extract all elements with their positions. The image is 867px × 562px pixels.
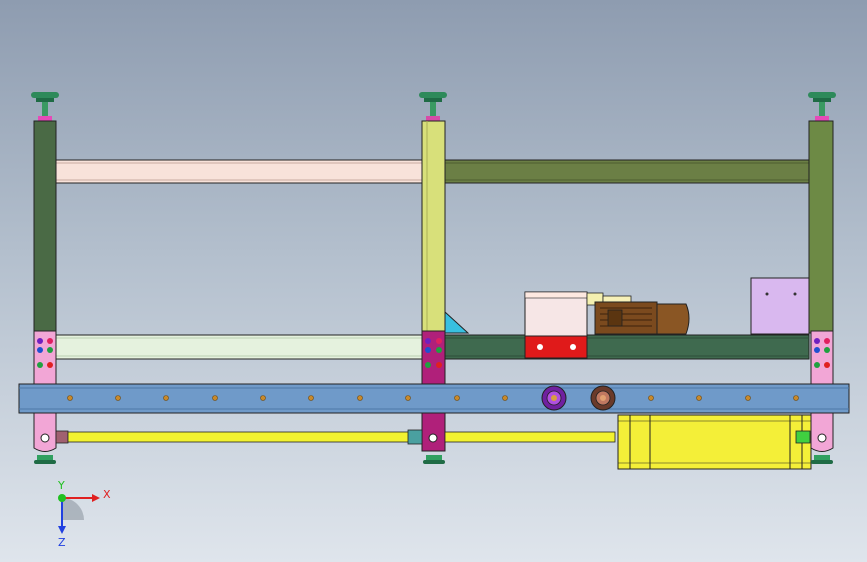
motor-body	[594, 301, 658, 335]
gusset-center	[444, 310, 470, 334]
bearing-right	[590, 385, 616, 411]
red-mount-block	[524, 335, 588, 359]
lower-beam-right	[444, 334, 810, 360]
triad-y-axis-origin	[58, 494, 66, 502]
gear-motor-assembly	[524, 291, 690, 359]
leveling-foot-bottom-right	[811, 455, 833, 464]
triad-z-arrow	[58, 526, 66, 534]
gearbox-housing	[524, 291, 588, 337]
drive-shaft	[55, 429, 616, 445]
pneumatic-cylinder	[617, 414, 812, 470]
rail-holes	[67, 395, 799, 401]
post-center	[421, 120, 446, 334]
leveling-foot-top-right	[808, 92, 836, 121]
guide-rail	[18, 383, 850, 414]
leveling-foot-bottom-center	[423, 455, 445, 464]
bracket-plate	[750, 277, 810, 335]
triad-x-arrow	[92, 494, 100, 502]
bearing-left	[541, 385, 567, 411]
leveling-foot-top-left	[31, 92, 59, 121]
orientation-triad[interactable]: X Y Z	[57, 479, 111, 549]
triad-shadow	[62, 498, 84, 520]
post-right	[808, 120, 834, 334]
leveling-foot-bottom-left	[34, 455, 56, 464]
triad-y-label: Y	[57, 479, 65, 492]
triad-x-label: X	[103, 488, 111, 501]
triad-z-label: Z	[58, 536, 66, 549]
lower-beam-left	[55, 334, 423, 360]
leveling-foot-top-center	[419, 92, 447, 121]
post-left	[33, 120, 57, 334]
